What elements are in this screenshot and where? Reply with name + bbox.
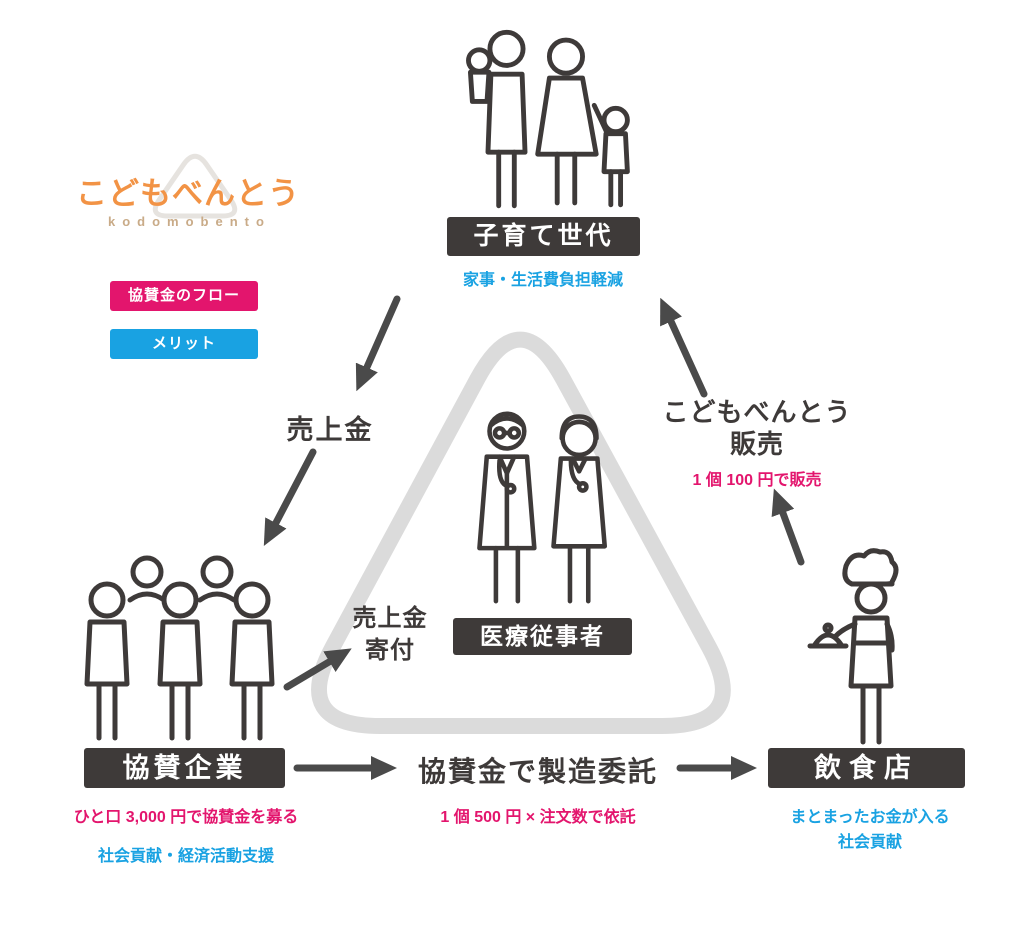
arrow-sales-to-sponsors — [263, 448, 317, 546]
families-merit-note: 家事・生活費負担軽減 — [462, 272, 623, 289]
sponsors-icon — [84, 555, 275, 741]
restaurant-merit-note-2: 社会貢献 — [837, 834, 902, 851]
bento-sales-label-line2: 販売 — [729, 429, 784, 459]
medical-workers-icon — [477, 411, 608, 604]
logo-title: こどもべんとう — [76, 176, 300, 211]
logo-subtitle: kodomobento — [108, 214, 271, 229]
restaurant-merit-note-1: まとまったお金が入る — [790, 809, 950, 826]
donation-label-line2: 寄付 — [365, 637, 415, 664]
sales-label: 売上金 — [286, 415, 374, 445]
arrow-families-to-sales — [355, 295, 401, 392]
restaurant-label: 飲食店 — [768, 748, 965, 788]
consignment-flow-note: 1 個 500 円 × 注文数で依託 — [440, 809, 636, 826]
families-icon — [466, 29, 630, 209]
arrow-donation-to-medical — [283, 648, 352, 691]
bento-sales-flow-note: 1 個 100 円で販売 — [692, 472, 822, 489]
arrow-restaurant-to-selling — [771, 488, 805, 566]
logo-onigiri-icon — [152, 153, 238, 219]
legend-merit-badge: メリット — [110, 329, 258, 359]
medical-label: 医療従事者 — [453, 618, 632, 655]
sponsors-merit-note: 社会貢献・経済活動支援 — [97, 848, 274, 865]
arrow-selling-to-families — [660, 297, 708, 398]
donation-label-line1: 売上金 — [352, 605, 428, 632]
cycle-triangle-outline — [311, 331, 731, 734]
bento-sales-label-line1: こどもべんとう — [662, 397, 852, 427]
sponsors-flow-note: ひと口 3,000 円で協賛金を募る — [73, 809, 299, 826]
chef-icon — [807, 548, 899, 745]
consignment-label: 協賛金で製造委託 — [417, 756, 658, 787]
sponsors-label: 協賛企業 — [84, 748, 285, 788]
families-label: 子育て世代 — [447, 217, 640, 256]
legend-flow-badge: 協賛金のフロー — [110, 281, 258, 311]
